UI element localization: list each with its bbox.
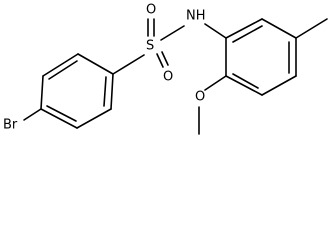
methoxyphenyl-ring: [225, 18, 297, 96]
sulfur-label: S: [146, 39, 154, 54]
ring-a-bond-1: [40, 75, 44, 110]
ring-a-bond-5: [76, 108, 112, 129]
ring-b-bond-2: [261, 18, 297, 39]
oxygen-top-label: O: [146, 3, 156, 18]
ring-b-bond-4: [261, 75, 297, 96]
bromophenyl-ring: [40, 53, 114, 129]
nh-label: NH: [186, 9, 206, 24]
methyl-bond: [295, 18, 328, 39]
ring-a-double-3: [46, 105, 77, 122]
c-s-bond: [112, 54, 145, 75]
ring-a-double-1: [48, 60, 78, 80]
ring-a-bond-6: [40, 108, 78, 129]
oxygen-methoxy-label: O: [195, 90, 205, 105]
s-n-bond: [160, 25, 185, 41]
n-c-bond: [204, 23, 227, 39]
ring-b-bond-1: [225, 18, 263, 39]
ring-a-double-2: [103, 76, 107, 107]
ring-b-bond-5: [225, 75, 263, 96]
structure-diagram: Br S O O NH O: [3, 3, 328, 135]
c-o-methoxy-bond: [204, 75, 227, 91]
bromine-label: Br: [3, 118, 18, 133]
s-o-bottom-bond-1: [156, 53, 164, 68]
ring-b-double-3: [232, 73, 259, 89]
ring-a-bond-4: [110, 73, 114, 110]
ring-a-bond-2: [42, 53, 79, 77]
c-br-bond: [23, 108, 42, 121]
s-o-bottom-bond-2: [161, 51, 169, 66]
ring-a-bond-3: [77, 53, 114, 75]
oxygen-bottom-label: O: [163, 70, 173, 85]
ring-b-double-1: [232, 25, 263, 43]
